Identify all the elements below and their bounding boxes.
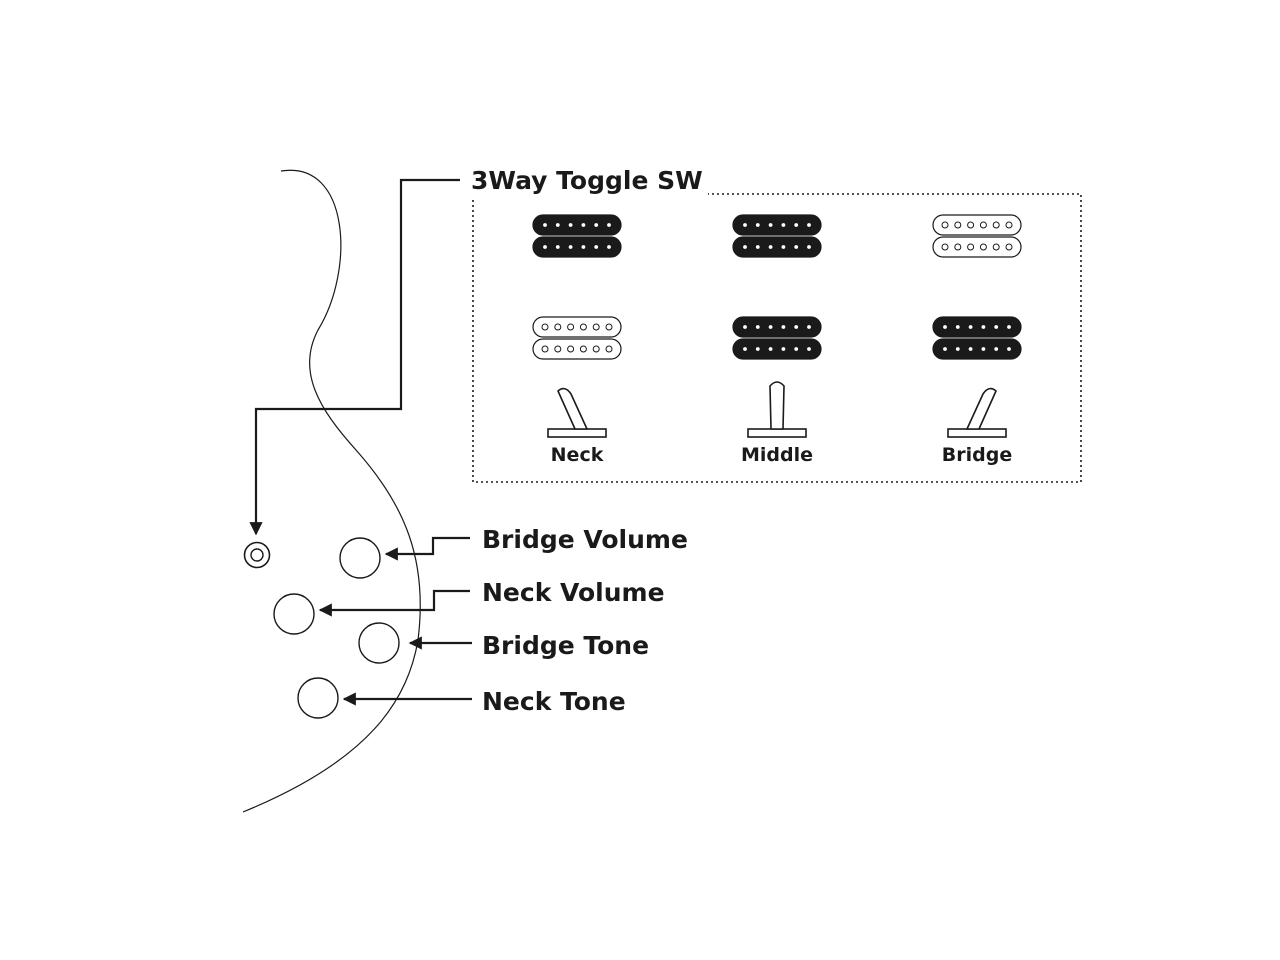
toggle-lever-icon [947,387,1007,438]
neck-tone-label: Neck Tone [482,687,626,716]
bridge-tone-knob [358,622,400,664]
bridge-tone-label: Bridge Tone [482,631,649,660]
guitar-body-outline [242,169,421,813]
neck-pickup-icon [532,316,622,360]
neck-volume-leader [318,589,470,617]
position-neck: Neck [532,214,622,466]
bridge-pickup-icon [532,214,622,258]
toggle-switch-jack [243,541,271,569]
toggle-switch-label: 3Way Toggle SW [471,166,703,195]
switch-positions-box [472,193,1082,483]
position-label: Bridge [942,444,1012,466]
position-label: Neck [551,444,604,466]
bridge-pickup-icon [932,214,1022,258]
bridge-volume-knob [339,537,381,579]
bridge-volume-label: Bridge Volume [482,525,688,554]
neck-volume-label: Neck Volume [482,578,665,607]
position-bridge: Bridge [932,214,1022,466]
neck-tone-knob [297,677,339,719]
neck-pickup-icon [732,316,822,360]
toggle-lever-icon [747,381,807,438]
switch-positions: Neck Middle Bridge [532,214,1022,466]
neck-volume-knob [273,593,315,635]
toggle-lever-icon [547,387,607,438]
neck-pickup-icon [932,316,1022,360]
position-middle: Middle [732,214,822,466]
bridge-pickup-icon [732,214,822,258]
bridge-volume-leader [384,536,470,561]
position-label: Middle [741,444,813,466]
toggle-switch-leader [249,178,460,536]
